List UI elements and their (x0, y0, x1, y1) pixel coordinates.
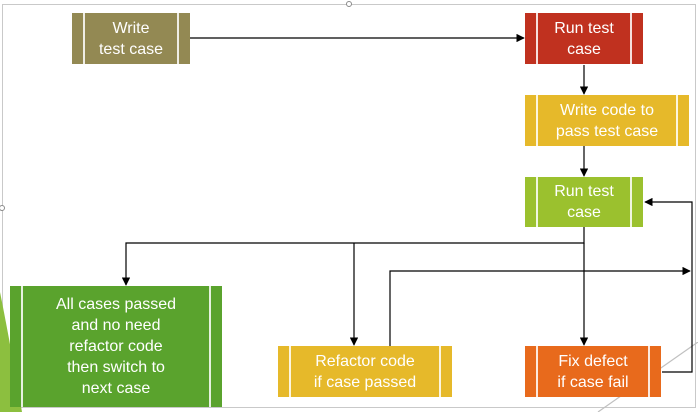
resize-handle-left[interactable] (0, 205, 5, 211)
connector-refactor-to-loop (389, 266, 691, 346)
resize-handle-top[interactable] (346, 1, 352, 7)
connector-fixdefect-loop-to-run2 (644, 197, 693, 373)
connector-run2-to-allpassed (121, 227, 585, 286)
